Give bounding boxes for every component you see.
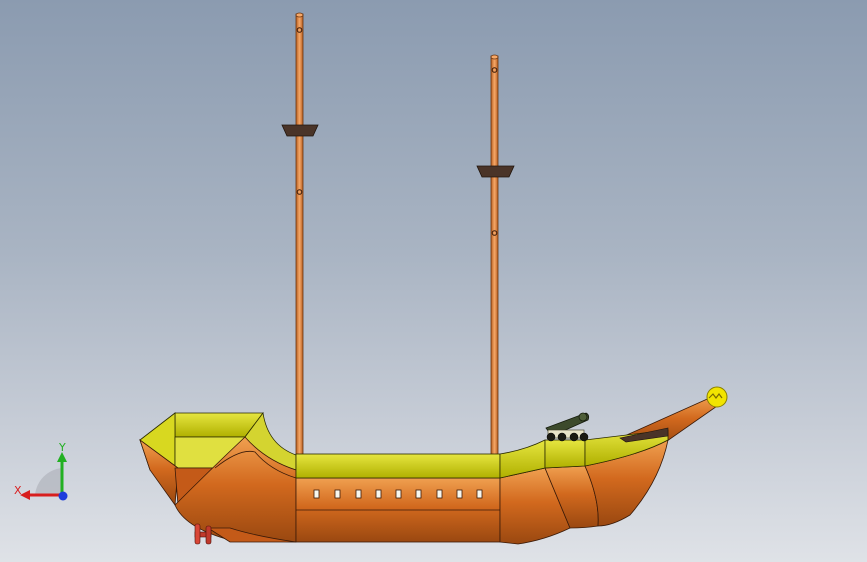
main-mast[interactable] bbox=[476, 54, 515, 457]
porthole bbox=[313, 489, 320, 499]
porthole bbox=[375, 489, 382, 499]
deck-cannon[interactable] bbox=[545, 412, 590, 442]
porthole bbox=[334, 489, 341, 499]
orientation-triad[interactable]: X Y bbox=[10, 440, 80, 510]
z-axis-dot bbox=[58, 491, 68, 501]
fore-mast[interactable] bbox=[281, 12, 319, 457]
main-mast-top-platform bbox=[476, 165, 515, 178]
y-axis-label: Y bbox=[58, 441, 66, 454]
porthole bbox=[395, 489, 402, 499]
porthole bbox=[415, 489, 422, 499]
x-axis-arrow bbox=[20, 490, 62, 500]
porthole bbox=[456, 489, 463, 499]
rudder[interactable] bbox=[194, 523, 297, 545]
triad-plane bbox=[35, 468, 62, 495]
porthole bbox=[436, 489, 443, 499]
porthole bbox=[476, 489, 483, 499]
y-axis-arrow bbox=[57, 452, 67, 495]
fore-mast-top-platform bbox=[281, 124, 319, 137]
x-axis-label: X bbox=[14, 484, 22, 497]
deck[interactable] bbox=[295, 427, 669, 479]
portholes bbox=[313, 489, 483, 499]
porthole bbox=[355, 489, 362, 499]
figurehead-ornament[interactable] bbox=[706, 386, 728, 408]
